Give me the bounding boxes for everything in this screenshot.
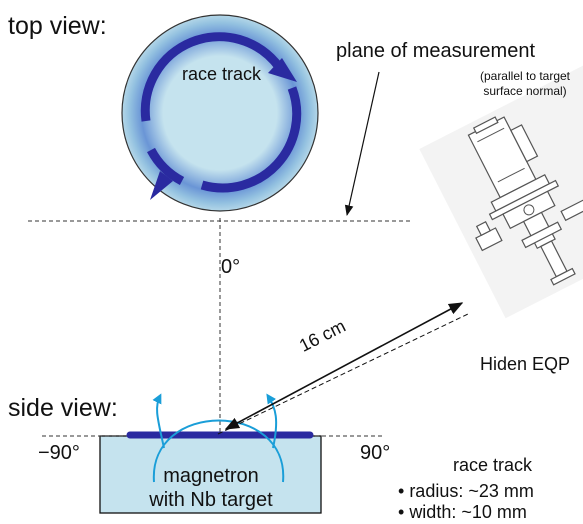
angle-90-label: 90°: [360, 442, 391, 464]
angle-zero-label: 0°: [221, 256, 241, 278]
magnetron-line1: magnetron: [163, 465, 259, 487]
plane-of-measurement-note: (parallel to target surface normal): [470, 69, 580, 99]
eqp-head-box: [510, 124, 539, 163]
magnetron-line2: with Nb target: [149, 489, 273, 511]
radius-text: radius: ~23 mm: [409, 481, 534, 501]
plane-of-measurement-title: plane of measurement: [336, 40, 536, 62]
race-track-spec-width: • width: ~10 mm: [398, 502, 527, 523]
race-track-arrow-1: [268, 58, 297, 82]
race-track-spec-radius: • radius: ~23 mm: [398, 481, 534, 502]
field-line-outer: [152, 419, 285, 483]
race-track-arrowheads: [150, 58, 297, 200]
plane-note-line2: surface normal): [483, 84, 567, 98]
bullet-icon: •: [398, 502, 410, 522]
distance-arrow: [224, 302, 464, 430]
plane-pointer-arrow: [344, 71, 380, 217]
instrument-label: Hiden EQP: [480, 354, 571, 374]
side-view-heading: side view:: [8, 394, 118, 422]
race-track-arrow-2: [150, 171, 173, 200]
race-track-label: race track: [182, 64, 262, 84]
field-line-left: [152, 393, 165, 449]
plane-note-line1: (parallel to target: [479, 69, 571, 83]
race-track-ring: [140, 32, 302, 193]
magnetron-label: magnetron with Nb target: [140, 464, 282, 512]
angle-minus-90-label: −90°: [38, 442, 80, 464]
top-view-heading: top view:: [8, 12, 107, 40]
width-text: width: ~10 mm: [409, 502, 527, 522]
line-of-sight: [217, 313, 469, 435]
target-disk-top: [121, 14, 319, 212]
race-track-specs-title: race track: [453, 455, 533, 475]
hiden-eqp-instrument: [419, 58, 583, 319]
bullet-icon: •: [398, 481, 410, 501]
